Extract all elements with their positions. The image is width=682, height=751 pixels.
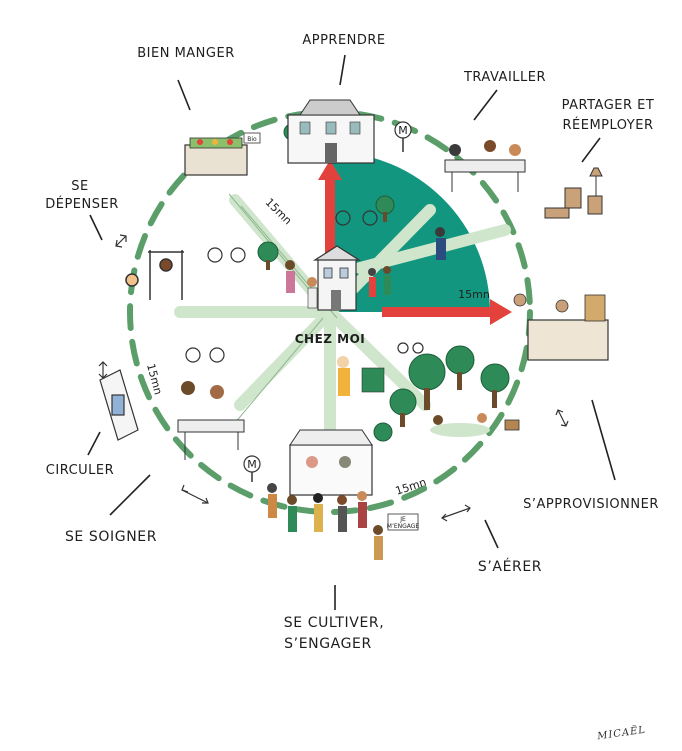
- crowd-of-people: [267, 483, 383, 560]
- bakery-shop: [513, 293, 609, 361]
- chez-moi-house: [312, 245, 362, 311]
- people-figures: [285, 227, 446, 396]
- reuse-furniture: [544, 167, 603, 219]
- duration-label-top-left: 15mn: [263, 196, 295, 228]
- school-building: [287, 99, 375, 164]
- label-apprendre: APPRENDRE: [302, 33, 385, 48]
- svg-text:M: M: [398, 124, 408, 137]
- label-partager-line2: RÉEMPLOYER: [562, 117, 653, 133]
- pull-up-bar: [125, 250, 184, 300]
- culture-stage: [289, 429, 373, 496]
- coworking-table: [444, 140, 526, 192]
- leader-lines: [87, 54, 616, 610]
- label-partager-line1: PARTAGER ET: [562, 98, 655, 113]
- label-se-cultiver-line1: SE CULTIVER,: [284, 615, 385, 631]
- je-mengage-sign: JE M’ENGAGE: [387, 513, 420, 531]
- label-se-depenser-line2: DÉPENSER: [45, 196, 119, 212]
- label-se-soigner: SE SOIGNER: [65, 529, 157, 545]
- label-travailler: TRAVAILLER: [463, 70, 546, 85]
- svg-text:M: M: [247, 458, 257, 471]
- center-label: CHEZ MOI: [295, 332, 366, 346]
- double-arrows: [98, 234, 569, 522]
- park-picnic: [430, 413, 520, 437]
- svg-text:M’ENGAGE: M’ENGAGE: [387, 523, 420, 530]
- label-se-cultiver-line2: S’ENGAGER: [284, 636, 372, 652]
- label-circuler: CIRCULER: [46, 463, 114, 478]
- market-stand: Bio: [184, 132, 261, 176]
- cyclist-icons: [185, 210, 424, 363]
- label-s-aerer: S’AÉRER: [478, 558, 542, 575]
- metro-sign-bottom: M: [243, 455, 261, 482]
- label-s-approvisionner: S’APPROVISIONNER: [523, 497, 659, 512]
- arrow-right-red: [382, 299, 512, 325]
- artist-signature: MICAËL: [595, 724, 646, 743]
- doctor-desk: [177, 381, 245, 460]
- bike-shelter: [99, 369, 139, 441]
- bio-sign: Bio: [247, 136, 257, 143]
- svg-text:JE: JE: [399, 516, 406, 523]
- label-se-depenser-line1: SE: [71, 179, 88, 194]
- label-bien-manger: BIEN MANGER: [137, 46, 234, 61]
- metro-sign-top: M: [394, 121, 412, 152]
- duration-label-right: 15mn: [458, 288, 490, 301]
- arrow-up-red: [318, 160, 342, 253]
